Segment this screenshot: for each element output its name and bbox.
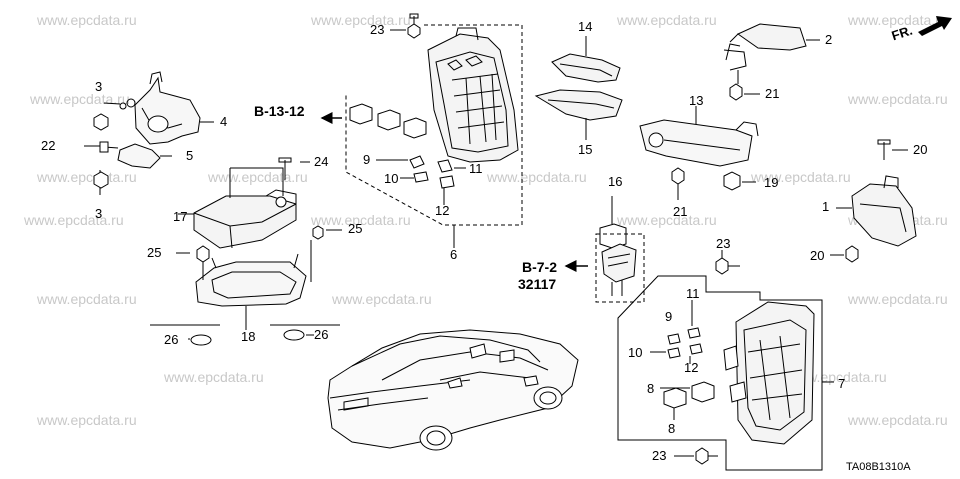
part-label-3: 3 [95,79,103,94]
part-label-22: 22 [41,138,56,153]
part-label-19: 19 [764,175,779,190]
part-label-18: 18 [241,329,256,344]
part-label-3: 3 [95,206,103,221]
watermark: www.epcdata.ru [848,412,948,428]
part-label-9: 9 [363,152,371,167]
part-label-8: 8 [668,421,676,436]
watermark: www.epcdata.ru [848,12,948,28]
part-label-9: 9 [665,309,673,324]
watermark: www.epcdata.ru [751,169,851,185]
clip-14 [551,53,621,83]
part-label-25: 25 [147,245,162,260]
reference-b7: B-7-2 [522,259,558,275]
part-label-5: 5 [186,148,194,163]
cover-15 [534,89,623,121]
part-label-11: 11 [469,161,483,176]
module-1 [851,175,917,247]
part-label-7: 7 [838,376,846,391]
part-label-2: 2 [825,32,833,47]
watermark: www.epcdata.ru [37,12,137,28]
watermark: www.epcdata.ru [37,412,137,428]
watermark: www.epcdata.ru [311,12,411,28]
part-label-8: 8 [647,381,655,396]
bracket-18 [195,253,307,307]
part-label-21: 21 [765,86,780,101]
reference-b13: B-13-12 [254,103,305,119]
vehicle-silhouette [327,329,579,451]
front-arrow-icon [918,16,952,36]
watermark: www.epcdata.ru [848,291,948,307]
part-label-23: 23 [716,236,731,251]
part-label-20: 20 [913,142,928,157]
watermark: www.epcdata.ru [24,212,124,228]
part-label-23: 23 [370,22,385,37]
part-label-4: 4 [220,114,228,129]
watermark: www.epcdata.ru [37,169,137,185]
part-label-26: 26 [314,327,329,342]
part-label-12: 12 [684,360,699,375]
diagram-code: TA08B1310A [846,461,911,473]
part-label-1: 1 [822,199,830,214]
watermark: www.epcdata.ru [311,212,411,228]
connector-32117 [601,243,637,296]
part-label-26: 26 [164,332,179,347]
part-label-12: 12 [435,203,450,218]
relay-set [349,103,427,139]
part-label-14: 14 [578,19,593,34]
part-label-13: 13 [689,93,704,108]
watermark: www.epcdata.ru [487,169,587,185]
part-label-17: 17 [173,209,188,224]
watermark: www.epcdata.ru [617,12,717,28]
watermark: www.epcdata.ru [848,91,948,107]
part-label-24: 24 [314,154,329,169]
part-label-25: 25 [348,221,363,236]
control-unit-17 [193,189,297,249]
part-label-23: 23 [652,448,667,463]
part-label-20: 20 [810,248,825,263]
watermark: www.epcdata.ru [37,291,137,307]
part-label-15: 15 [578,142,593,157]
bracket-13 [639,119,759,167]
part-label-10: 10 [384,171,399,186]
fuse-box-6 [427,27,519,163]
part-label-10: 10 [628,345,643,360]
part-label-6: 6 [450,247,458,262]
part-label-16: 16 [608,174,623,189]
body-control-unit-7 [723,301,815,445]
part-label-11: 11 [686,286,700,301]
watermark: www.epcdata.ru [332,291,432,307]
sensor-2 [723,23,807,71]
watermark: www.epcdata.ru [164,369,264,385]
part-label-21: 21 [673,204,688,219]
bracket-assembly [117,71,201,169]
watermark: www.epcdata.ru [617,212,717,228]
reference-part-number: 32117 [518,276,557,292]
